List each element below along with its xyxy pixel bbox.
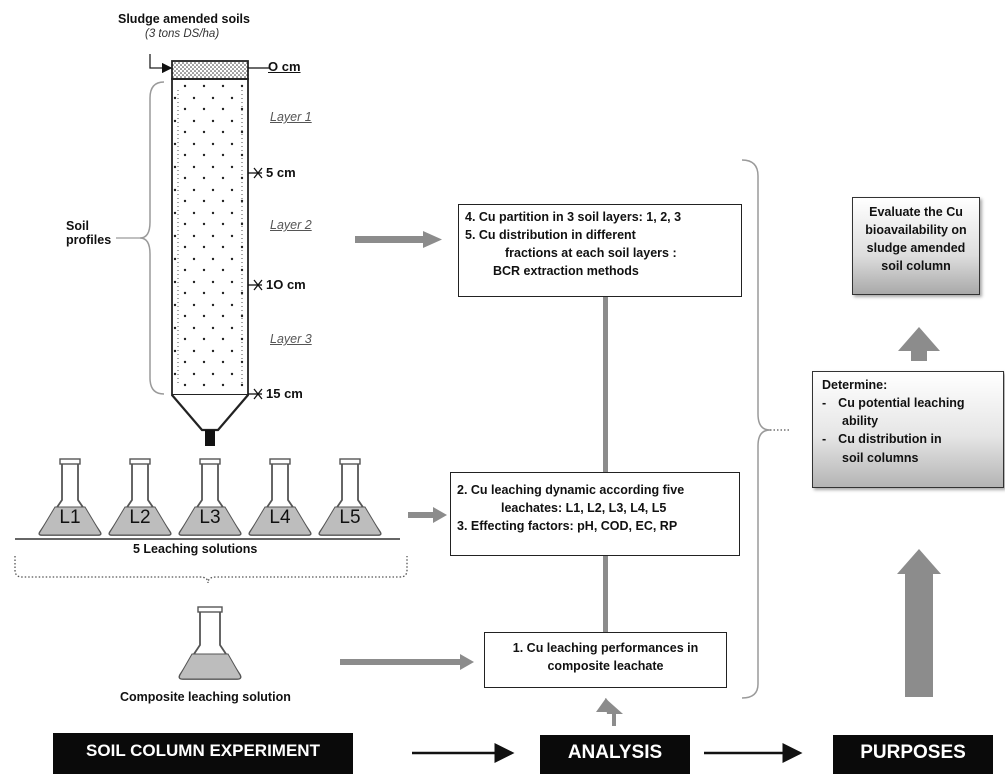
column-outlet bbox=[205, 430, 215, 446]
soil-profiles-bracket bbox=[139, 81, 165, 395]
partition-line-2: 5. Cu distribution in different bbox=[465, 228, 636, 243]
determine-item-1a: Cu potential leaching bbox=[838, 396, 965, 411]
layer-3-label: Layer 3 bbox=[270, 332, 312, 346]
depth-ticks bbox=[248, 67, 270, 400]
sludge-amended-label: Sludge amended soils bbox=[118, 12, 250, 26]
depth-10cm-label: 1O cm bbox=[266, 277, 306, 292]
gray-arrows bbox=[340, 231, 474, 670]
evaluate-line-2: bioavailability on bbox=[865, 223, 967, 238]
determine-item-2a: Cu distribution in bbox=[838, 432, 942, 447]
dynamic-line-3: 3. Effecting factors: pH, COD, EC, RP bbox=[457, 519, 678, 534]
dynamic-line-2: leachates: L1, L2, L3, L4, L5 bbox=[501, 501, 667, 516]
soil-column bbox=[171, 60, 249, 446]
determine-box: Determine: -Cu potential leaching abilit… bbox=[812, 371, 1004, 488]
partition-line-4: BCR extraction methods bbox=[493, 264, 639, 279]
soil-profiles-label-2: profiles bbox=[66, 233, 112, 247]
layer-1-label: Layer 1 bbox=[270, 110, 312, 124]
soil-column-experiment-label: SOIL COLUMN EXPERIMENT bbox=[53, 733, 353, 774]
arrow-profiles-to-partition bbox=[355, 231, 442, 248]
performance-box: 1. Cu leaching performances in composite… bbox=[484, 632, 727, 688]
leaching-solutions-caption: 5 Leaching solutions bbox=[133, 542, 258, 556]
performance-line-2: composite leachate bbox=[547, 659, 664, 674]
determine-item-2b: soil columns bbox=[842, 450, 919, 465]
sludge-rate-label: (3 tons DS/ha) bbox=[145, 28, 220, 40]
evaluate-line-4: soil column bbox=[881, 259, 951, 274]
evaluate-line-1: Evaluate the Cu bbox=[869, 205, 963, 219]
flask-L2-label: L2 bbox=[129, 507, 151, 528]
analysis-label: ANALYSIS bbox=[540, 735, 690, 774]
partition-line-1: 4. Cu partition in 3 soil layers: 1, 2, … bbox=[465, 210, 682, 224]
analysis-bracket bbox=[741, 159, 771, 699]
depth-15cm-label: 15 cm bbox=[266, 386, 303, 401]
depth-5cm-label: 5 cm bbox=[266, 165, 296, 180]
composite-solution-caption: Composite leaching solution bbox=[120, 690, 291, 704]
column-funnel bbox=[171, 394, 249, 432]
composite-flask bbox=[178, 606, 242, 680]
arrow-solutions-to-dynamic bbox=[408, 507, 447, 523]
leaching-solutions-bracket bbox=[14, 556, 408, 584]
dynamic-box: 2. Cu leaching dynamic according five le… bbox=[450, 472, 740, 556]
purposes-label: PURPOSES bbox=[833, 735, 993, 774]
layer-2-label: Layer 2 bbox=[270, 218, 312, 232]
flask-L1-label: L1 bbox=[59, 507, 81, 528]
determine-title: Determine: bbox=[822, 378, 888, 392]
soil-profiles-label-1: Soil bbox=[66, 219, 89, 233]
arrow-analysis-to-determine bbox=[897, 549, 941, 697]
determine-bullet-2: - bbox=[822, 432, 827, 447]
soil-body bbox=[171, 78, 249, 396]
partition-line-3: fractions at each soil layers : bbox=[505, 246, 677, 261]
flask-L2 bbox=[108, 458, 172, 536]
determine-item-1b: ability bbox=[842, 414, 879, 429]
flask-L4-label: L4 bbox=[269, 507, 291, 528]
determine-bullet-1: - bbox=[822, 396, 827, 411]
flask-L4 bbox=[248, 458, 312, 536]
purpose-up-arrows bbox=[897, 327, 941, 697]
leaching-flasks bbox=[38, 458, 382, 536]
analysis-connectors bbox=[596, 297, 623, 726]
flask-L3 bbox=[178, 458, 242, 536]
depth-0cm-label: O cm bbox=[268, 59, 301, 74]
flask-L5 bbox=[318, 458, 382, 536]
partition-box: 4. Cu partition in 3 soil layers: 1, 2, … bbox=[458, 204, 742, 297]
arrow-composite-to-performance bbox=[340, 654, 474, 670]
dynamic-line-1: 2. Cu leaching dynamic according five bbox=[457, 483, 685, 497]
flask-L3-label: L3 bbox=[199, 507, 221, 528]
flask-L5-label: L5 bbox=[339, 507, 361, 528]
evaluate-line-3: sludge amended bbox=[866, 241, 966, 256]
sludge-pointer-arrow bbox=[149, 54, 173, 74]
arrow-determine-to-evaluate bbox=[898, 327, 940, 361]
performance-line-1: 1. Cu leaching performances in bbox=[512, 641, 699, 655]
sludge-layer bbox=[171, 60, 249, 80]
flask-L1 bbox=[38, 458, 102, 536]
evaluate-box: Evaluate the Cu bioavailability on sludg… bbox=[852, 197, 980, 295]
